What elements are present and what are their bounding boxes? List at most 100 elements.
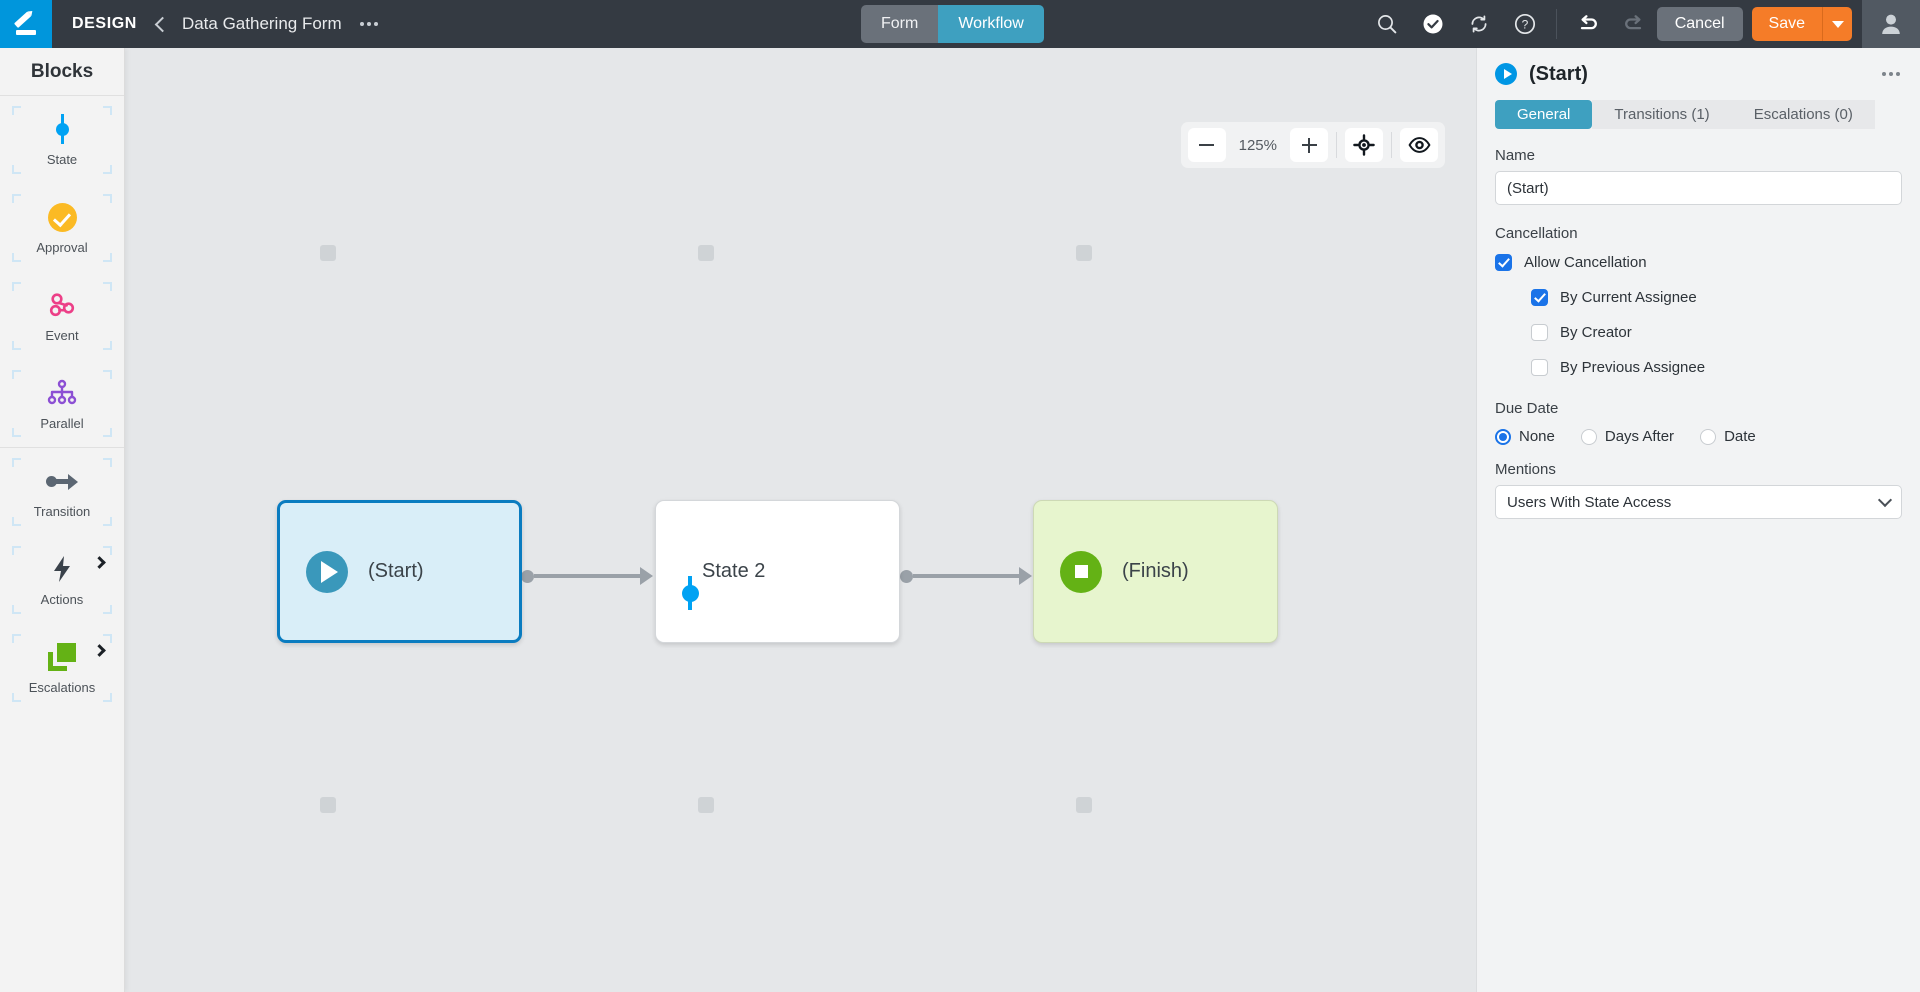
save-button-group: Save (1751, 7, 1852, 41)
save-button[interactable]: Save (1751, 7, 1822, 41)
redo-icon[interactable] (1611, 0, 1657, 48)
zoom-out-button[interactable] (1187, 128, 1226, 162)
zoom-in-button[interactable] (1290, 128, 1328, 162)
chevron-right-icon[interactable] (93, 644, 106, 657)
radio-label-days-after[interactable]: Days After (1604, 428, 1675, 445)
header-actions: ? Cancel Save (1364, 0, 1920, 48)
more-horizontal-icon[interactable] (1880, 64, 1902, 84)
checkbox-by-previous-assignee[interactable]: By Previous Assignee (1531, 359, 1902, 376)
main-body: Blocks State Approval Event (0, 48, 1920, 992)
connector-state2-to-finish[interactable] (900, 567, 1032, 585)
zoom-divider (1336, 132, 1337, 158)
checkbox-icon (1531, 324, 1548, 341)
sidebar-item-label: Actions (40, 592, 84, 607)
sidebar-item-label: Event (45, 328, 79, 343)
minus-icon (1199, 144, 1215, 146)
name-input[interactable] (1495, 171, 1902, 205)
header-divider (1555, 9, 1557, 39)
refresh-icon[interactable] (1456, 0, 1502, 48)
parallel-icon (46, 377, 78, 409)
radio-days-after[interactable] (1580, 428, 1597, 445)
sidebar-title: Blocks (0, 48, 124, 96)
sidebar-item-label: Transition (33, 504, 91, 519)
grid-marker (320, 797, 336, 813)
mentions-select[interactable]: Users With State Access (1495, 485, 1902, 519)
tab-transitions[interactable]: Transitions (1) (1592, 100, 1732, 129)
sidebar-item-parallel[interactable]: Parallel (0, 360, 124, 448)
cancel-button[interactable]: Cancel (1656, 7, 1743, 41)
sidebar-item-approval[interactable]: Approval (0, 184, 124, 272)
tab-general[interactable]: General (1495, 100, 1593, 129)
check-circle-icon[interactable] (1410, 0, 1456, 48)
transition-icon (46, 465, 78, 497)
user-avatar[interactable] (1862, 0, 1920, 48)
play-circle-icon (1495, 63, 1517, 85)
event-icon (46, 289, 78, 321)
radio-none[interactable] (1495, 428, 1511, 445)
node-label: State 2 (702, 560, 766, 582)
node-start[interactable]: (Start) (277, 500, 522, 643)
node-label: (Start) (368, 560, 424, 582)
checkbox-label: By Previous Assignee (1560, 359, 1706, 376)
mode-toggle: Form Workflow (861, 5, 1044, 43)
radio-label-none[interactable]: None (1519, 428, 1555, 445)
panel-title: (Start) (1529, 62, 1588, 85)
checkbox-label: Allow Cancellation (1524, 254, 1647, 271)
panel-content: Name Cancellation Allow Cancellation By … (1477, 129, 1920, 992)
sidebar-item-event[interactable]: Event (0, 272, 124, 360)
chevron-down-icon (1877, 492, 1893, 508)
tab-escalations[interactable]: Escalations (0) (1731, 100, 1875, 129)
save-options-button[interactable] (1822, 7, 1852, 41)
sidebar-item-state[interactable]: State (0, 96, 124, 184)
mentions-value: Users With State Access (1507, 493, 1672, 511)
node-state2[interactable]: State 2 (655, 500, 900, 643)
chevron-down-icon (1831, 20, 1844, 28)
node-finish[interactable]: (Finish) (1033, 500, 1278, 643)
escalations-icon (46, 641, 78, 673)
sidebar-item-transition[interactable]: Transition (0, 448, 124, 536)
cancellation-label: Cancellation (1495, 225, 1578, 242)
actions-bolt-icon (46, 553, 78, 585)
top-header-bar: DESIGN Data Gathering Form Form Workflow… (0, 0, 1920, 48)
checkbox-icon (1531, 289, 1548, 306)
grid-marker (1076, 797, 1092, 813)
preview-button[interactable] (1400, 128, 1438, 162)
sidebar-item-actions[interactable]: Actions (0, 536, 124, 624)
more-horizontal-icon[interactable] (358, 16, 380, 32)
checkbox-by-creator[interactable]: By Creator (1531, 324, 1902, 341)
checkbox-allow-cancellation[interactable]: Allow Cancellation (1495, 254, 1902, 271)
sidebar-item-escalations[interactable]: Escalations (0, 624, 124, 712)
back-chevron-icon[interactable] (154, 16, 171, 32)
tab-workflow[interactable]: Workflow (938, 5, 1044, 43)
sidebar-item-label: State (46, 152, 78, 167)
connector-start-to-state2[interactable] (521, 567, 653, 585)
checkbox-icon (1495, 254, 1512, 271)
panel-header: (Start) (1477, 48, 1920, 100)
radio-date[interactable] (1700, 428, 1717, 445)
zoom-controls: 125% (1180, 122, 1445, 168)
checkbox-by-current-assignee[interactable]: By Current Assignee (1531, 289, 1902, 306)
panel-tabs: General Transitions (1) Escalations (0) (1477, 100, 1920, 129)
sidebar-item-label: Escalations (28, 680, 96, 695)
app-module-label: DESIGN (72, 15, 137, 32)
stop-icon (1060, 550, 1102, 593)
tab-form[interactable]: Form (861, 5, 939, 43)
document-title: Data Gathering Form (181, 14, 342, 33)
blocks-sidebar: Blocks State Approval Event (0, 48, 125, 992)
checkbox-label: By Creator (1560, 324, 1632, 341)
radio-label-date[interactable]: Date (1724, 428, 1756, 445)
recenter-button[interactable] (1345, 128, 1383, 162)
checkbox-icon (1531, 359, 1548, 376)
help-circle-icon[interactable]: ? (1502, 0, 1548, 48)
node-label: (Finish) (1122, 560, 1189, 582)
due-date-radio-group: None Days After Date (1495, 428, 1902, 445)
sidebar-item-label: Approval (36, 240, 88, 255)
due-date-label: Due Date (1495, 400, 1559, 417)
workflow-canvas[interactable]: 125% (Start) (125, 48, 1476, 992)
mentions-label: Mentions (1495, 461, 1556, 478)
chevron-right-icon[interactable] (93, 556, 106, 569)
undo-icon[interactable] (1565, 0, 1611, 48)
search-icon[interactable] (1364, 0, 1410, 48)
app-logo[interactable] (0, 0, 52, 48)
